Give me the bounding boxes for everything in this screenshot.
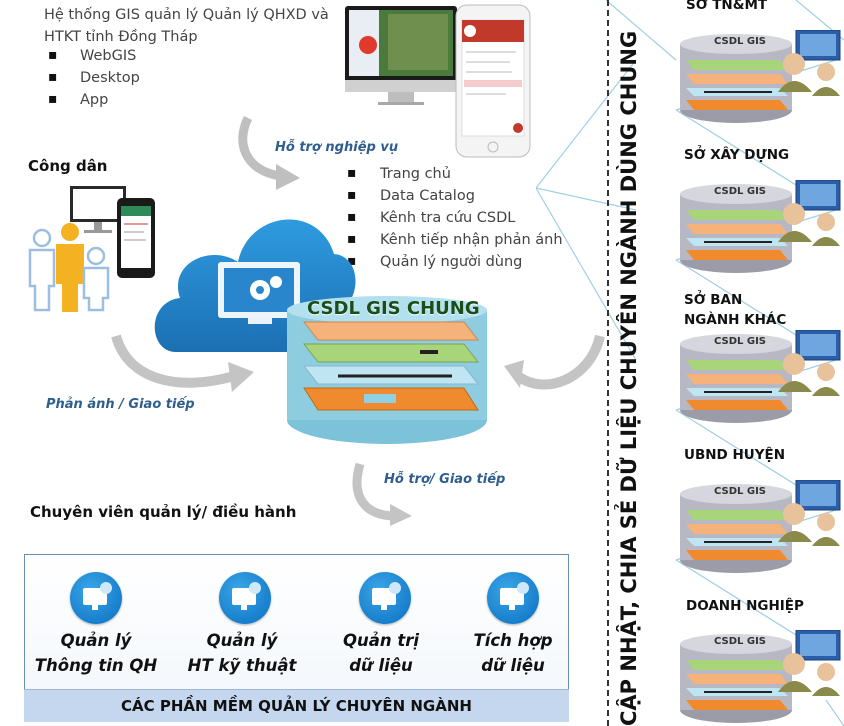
org-label: UBND HUYỆN	[684, 447, 786, 463]
org-db-label: CSDL GIS	[714, 36, 767, 47]
phone-icon	[455, 4, 531, 158]
monitor-icon	[70, 186, 126, 233]
imac-icon	[345, 6, 457, 105]
app-label[interactable]: Tích hợp dữ liệu	[448, 628, 578, 678]
central-db-icon	[287, 296, 487, 444]
data-layer	[302, 365, 480, 385]
org-db-label: CSDL GIS	[714, 486, 767, 497]
curved-arrow-icon	[111, 334, 254, 392]
app-label-line: dữ liệu	[481, 656, 545, 675]
computer-user-icon	[778, 630, 841, 696]
support-label-bottom: Hỗ trợ/ Giao tiếp	[384, 472, 506, 487]
org-label: SỞ TN&MT	[686, 0, 768, 13]
org-db-icon	[680, 180, 841, 273]
monitor-gear-icon	[218, 262, 300, 324]
web-function-item: Quản lý người dùng	[347, 253, 522, 270]
computer-user-icon	[778, 480, 841, 546]
app-label-line: Quản trị	[342, 631, 420, 650]
specialist-label: Chuyên viên quản lý/ điều hành	[30, 503, 297, 521]
app-label-line: Tích hợp	[473, 631, 553, 650]
org-db-label: CSDL GIS	[714, 186, 767, 197]
feedback-label: Phản ánh / Giao tiếp	[46, 397, 195, 412]
web-function-item: Kênh tiếp nhận phản ánh	[347, 231, 562, 248]
org-label-line: NGÀNH KHÁC	[684, 312, 787, 328]
citizen-label: Công dân	[28, 157, 108, 175]
imac-phone-illustration	[345, 4, 531, 158]
platform-item: Desktop	[48, 69, 140, 86]
curved-arrow-icon	[504, 334, 605, 390]
apps-footer: CÁC PHẦN MỀM QUẢN LÝ CHUYÊN NGÀNH	[24, 689, 569, 722]
curved-arrow-icon	[238, 115, 300, 190]
org-label-line: SỞ BAN	[684, 292, 743, 308]
person-icon	[56, 223, 84, 312]
support-label-top: Hỗ trợ nghiệp vụ	[275, 140, 399, 155]
section-divider	[607, 0, 609, 726]
app-label-line: Quản lý	[60, 631, 132, 650]
org-label: DOANH NGHIỆP	[686, 598, 804, 614]
system-title: Hệ thống GIS quản lý Quản lý QHXD và HTK…	[44, 7, 329, 45]
data-layer	[303, 387, 479, 411]
app-label[interactable]: Quản lý HT kỹ thuật	[177, 628, 307, 678]
org-db-icon	[680, 480, 841, 573]
app-label-line: Quản lý	[206, 631, 278, 650]
app-label[interactable]: Quản trị dữ liệu	[316, 628, 446, 678]
app-label[interactable]: Quản lý Thông tin QH	[31, 628, 161, 678]
vertical-title: CẬP NHẬT, CHIA SẺ DỮ LIỆU CHUYÊN NGÀNH D…	[617, 30, 641, 726]
person-icon	[28, 228, 56, 312]
computer-user-icon	[778, 180, 841, 246]
computer-user-icon	[778, 330, 841, 396]
org-label: SỞ BAN NGÀNH KHÁC	[684, 290, 786, 330]
computer-user-icon	[778, 30, 841, 96]
org-label: SỞ XÂY DỰNG	[684, 147, 790, 163]
org-db-icon	[680, 30, 841, 123]
org-db-icon	[680, 630, 841, 723]
org-db-label: CSDL GIS	[714, 336, 767, 347]
app-label-line: dữ liệu	[349, 656, 413, 675]
curved-arrow-icon	[352, 462, 412, 526]
app-label-line: Thông tin QH	[34, 656, 158, 675]
central-db-label: CSDL GIS CHUNG	[307, 298, 480, 319]
app-label-line: HT kỹ thuật	[187, 656, 297, 675]
platform-item: WebGIS	[48, 47, 137, 64]
citizen-illustration	[28, 186, 155, 312]
web-function-item: Kênh tra cứu CSDL	[347, 209, 515, 226]
smartphone-icon	[117, 198, 155, 278]
person-icon	[82, 246, 110, 312]
data-layer	[302, 343, 480, 363]
web-function-item: Data Catalog	[347, 187, 475, 204]
org-db-icon	[680, 330, 841, 423]
app-icon-glyphs	[83, 582, 529, 610]
platform-item: App	[48, 91, 109, 108]
data-layer	[302, 321, 480, 341]
web-function-item: Trang chủ	[347, 165, 451, 182]
org-db-label: CSDL GIS	[714, 636, 767, 647]
